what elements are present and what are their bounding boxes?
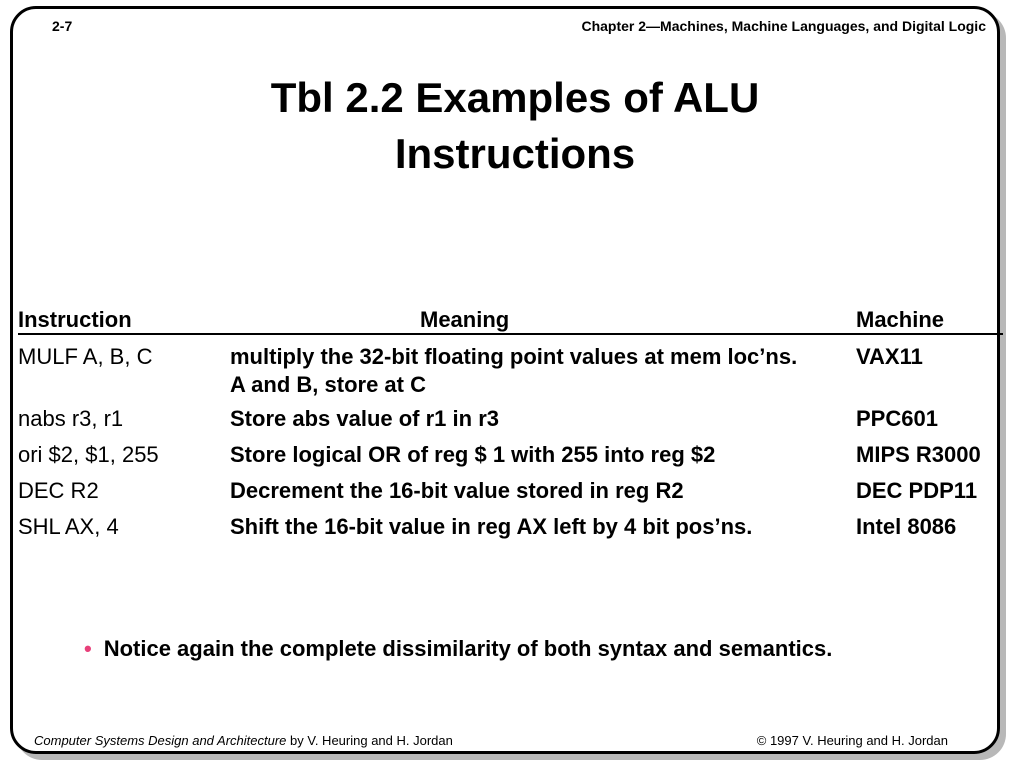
note-text: Notice again the complete dissimilarity … [103,636,833,661]
table-row: MULF A, B, C multiply the 32-bit floatin… [18,343,1003,399]
column-header-instruction: Instruction [18,307,132,332]
cell-meaning: Store logical OR of reg $ 1 with 255 int… [230,442,716,467]
cell-instruction: DEC R2 [18,478,99,503]
slide-title: Tbl 2.2 Examples of ALU Instructions [0,70,1024,182]
page-number: 2-7 [52,18,73,34]
slide-title-line-1: Tbl 2.2 Examples of ALU [270,74,760,121]
footer-copyright: © 1997 V. Heuring and H. Jordan [756,733,948,748]
chapter-title: Chapter 2—Machines, Machine Languages, a… [581,18,986,34]
cell-instruction: ori $2, $1, 255 [18,442,159,467]
column-header-machine: Machine [856,307,945,332]
cell-machine: Intel 8086 [856,514,957,539]
cell-machine: MIPS R3000 [856,442,981,467]
alu-instruction-table: Instruction Meaning Machine MULF A, B, C… [18,305,1003,549]
cell-instruction: SHL AX, 4 [18,514,119,539]
table-row: DEC R2 Decrement the 16-bit value stored… [18,477,1003,513]
table-row: ori $2, $1, 255 Store logical OR of reg … [18,441,1003,477]
cell-meaning: Shift the 16-bit value in reg AX left by… [230,514,753,539]
footer-book-title: Computer Systems Design and Architecture [34,733,287,748]
cell-machine: VAX11 [856,344,923,369]
footer-authors: by V. Heuring and H. Jordan [286,733,453,748]
cell-instruction: MULF A, B, C [18,344,153,369]
cell-meaning: Store abs value of r1 in r3 [230,406,499,431]
cell-meaning: Decrement the 16-bit value stored in reg… [230,478,684,503]
table-row: nabs r3, r1 Store abs value of r1 in r3 … [18,405,1003,441]
slide-frame [10,6,1000,754]
cell-machine: DEC PDP11 [856,478,978,503]
footer-citation: Computer Systems Design and Architecture… [34,733,453,748]
table-header: Instruction Meaning Machine [18,305,1003,335]
cell-meaning: multiply the 32-bit floating point value… [230,344,798,397]
cell-machine: PPC601 [856,406,938,431]
note-bullet: • Notice again the complete dissimilarity… [84,636,832,662]
cell-instruction: nabs r3, r1 [18,406,124,431]
slide-title-line-2: Instructions [394,130,636,177]
table-row: SHL AX, 4 Shift the 16-bit value in reg … [18,513,1003,549]
column-header-meaning: Meaning [420,307,510,332]
bullet-icon: • [84,636,92,661]
